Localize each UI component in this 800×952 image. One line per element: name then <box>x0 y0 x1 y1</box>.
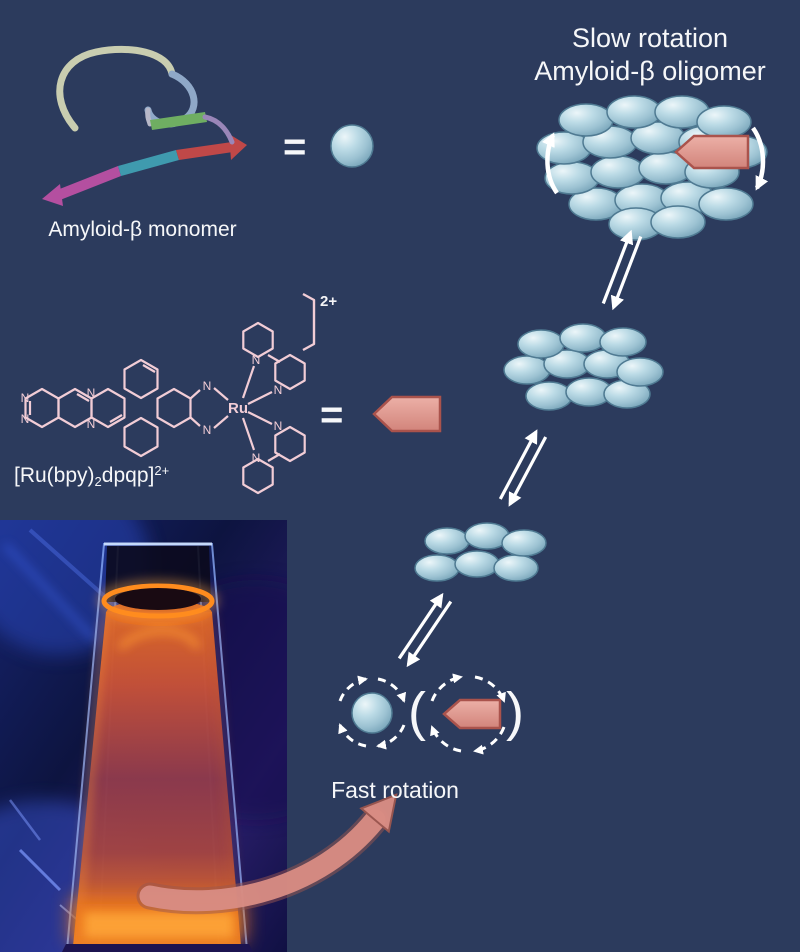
bound-ru-probe-tag <box>674 134 750 170</box>
complex-name-label: [Ru(bpy)2dpqp]2+ <box>14 463 169 490</box>
sphere-rotation-arcs-icon <box>338 675 407 750</box>
fast-rotation-label: Fast rotation <box>331 777 459 803</box>
oligomer-title: Amyloid-β oligomer <box>534 56 766 86</box>
n-atom-label: N <box>203 379 212 393</box>
n-atom-label: N <box>21 391 30 405</box>
n-atom-label: N <box>203 423 212 437</box>
cuvette-photo <box>0 520 287 952</box>
monomer-label: Amyloid-β monomer <box>48 218 237 241</box>
n-atom-label: N <box>87 386 96 400</box>
complex-name-subscript: 2 <box>94 473 102 489</box>
medium-oligomer-cluster <box>503 323 664 411</box>
fast-rotation-sphere <box>351 692 393 734</box>
n-atom-label: N <box>87 417 96 431</box>
n-atom-label: N <box>21 412 30 426</box>
complex-name-mid: dpqp] <box>101 464 155 488</box>
equilibrium-arrow-icon <box>397 592 453 668</box>
complex-name-prefix: [Ru(bpy) <box>14 464 95 488</box>
n-atom-label: N <box>274 419 283 433</box>
monomer-sphere <box>330 124 374 168</box>
n-atom-label: N <box>252 451 261 465</box>
charge-label: 2+ <box>320 293 337 310</box>
luminescent-solution <box>73 612 241 946</box>
slow-rotation-arrow-right-icon <box>751 126 769 191</box>
ru-complex-structure <box>24 292 316 495</box>
luminescence-arrow-icon <box>136 793 398 915</box>
equals-sign-monomer: = <box>283 125 307 169</box>
charge-bracket <box>302 292 316 352</box>
n-atom-label: N <box>274 383 283 397</box>
protein-ribbon-illustration <box>42 45 247 206</box>
small-oligomer-cluster <box>414 522 547 582</box>
paren-open: ( <box>408 682 426 742</box>
equilibrium-arrow-icon <box>498 429 548 507</box>
ru-probe-tag <box>372 395 442 433</box>
equals-sign-complex: = <box>320 393 344 437</box>
ru-atom-label: Ru <box>228 400 248 417</box>
paren-close: ) <box>506 682 524 742</box>
tag-rotation-arcs-icon <box>430 673 506 755</box>
slow-rotation-title: Slow rotation <box>571 23 729 53</box>
slow-rotation-arrow-left-icon <box>541 132 559 195</box>
cuvette-rim-glow <box>101 583 215 619</box>
equilibrium-arrow-icon <box>601 229 643 311</box>
fast-rotation-tag <box>442 698 502 730</box>
n-atom-label: N <box>252 353 261 367</box>
complex-name-superscript: 2+ <box>154 463 170 478</box>
